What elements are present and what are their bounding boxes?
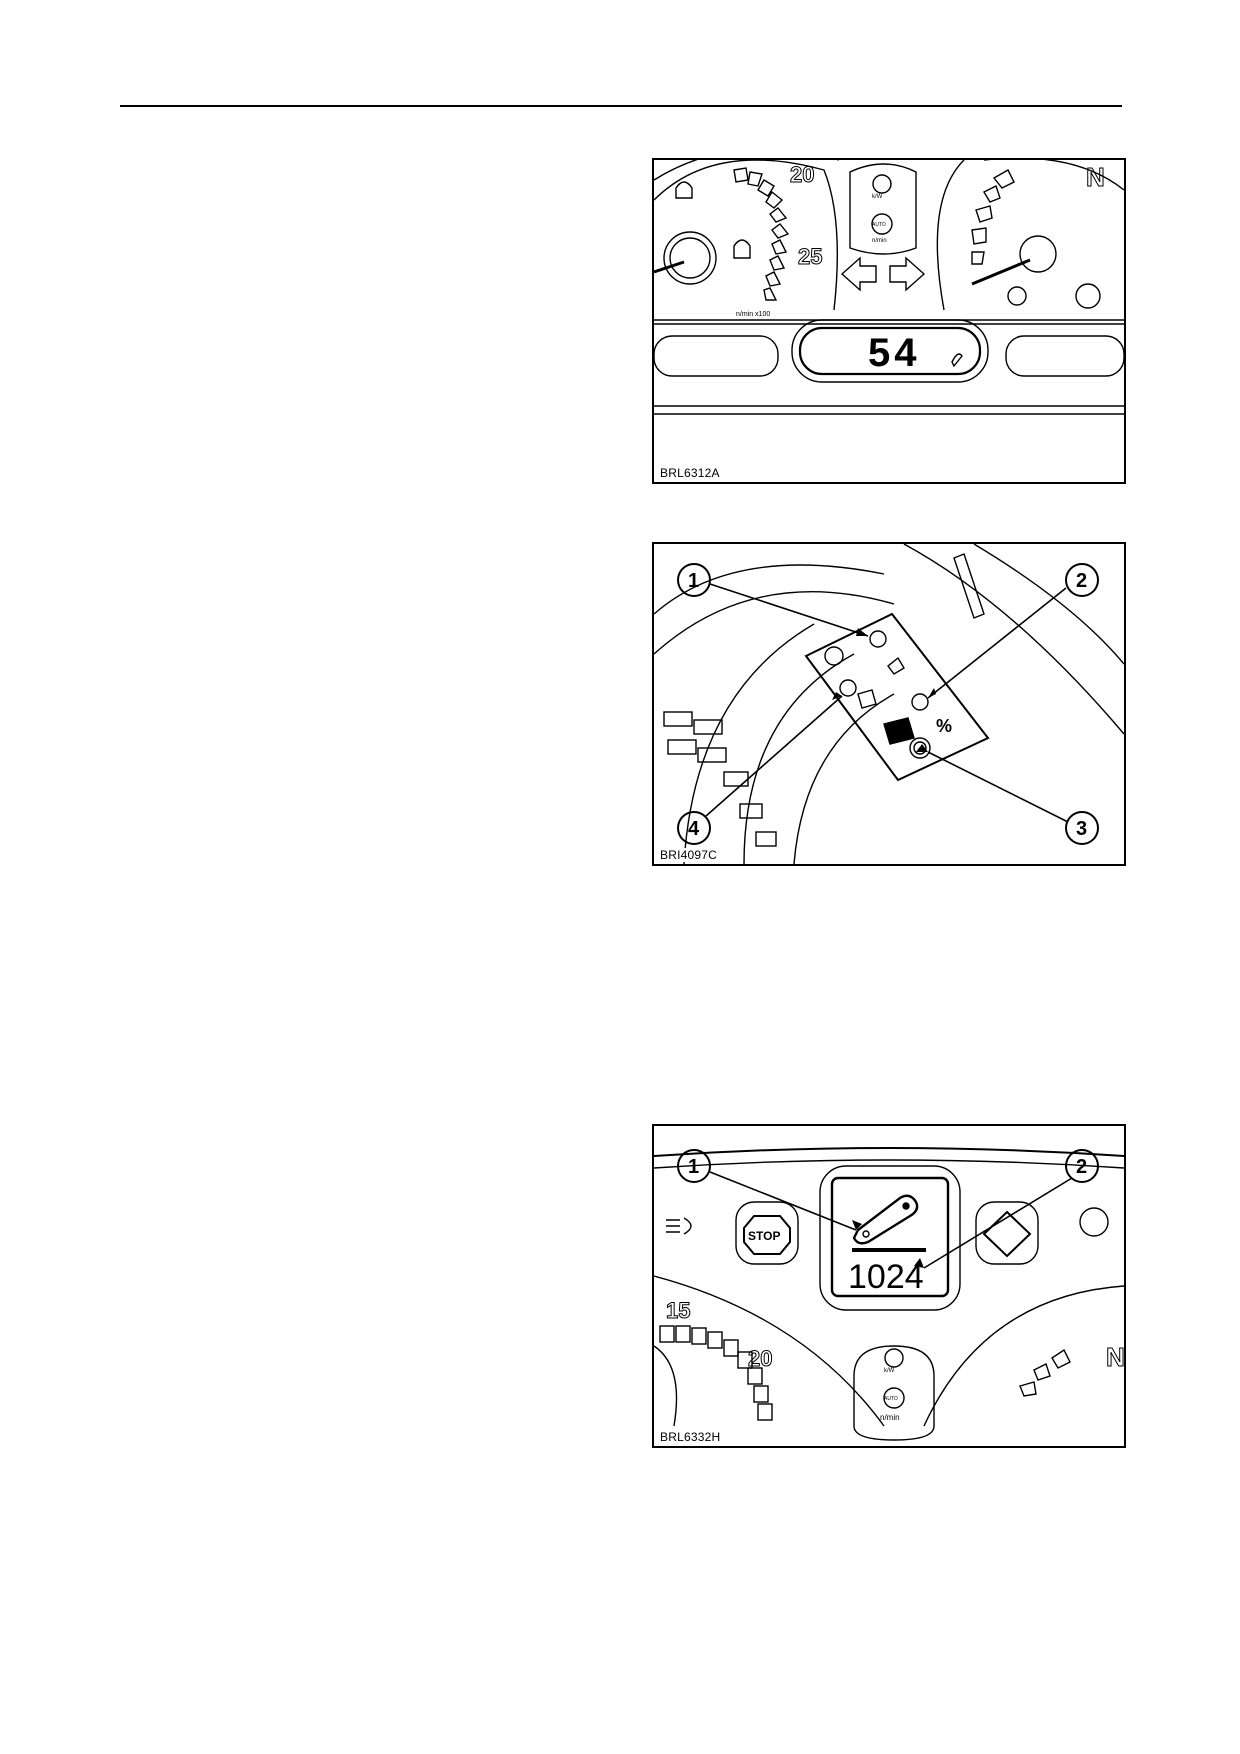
tachometer-segments-lower (659, 1325, 773, 1421)
auto-indicator-icon (871, 213, 893, 235)
spray-icon (887, 656, 905, 675)
warning-diamond-icon (982, 1210, 1032, 1258)
stop-button-housing (735, 1201, 799, 1265)
left-display-panel (654, 335, 779, 377)
leader-line-2 (927, 587, 1067, 699)
figure-indicator-panel-closeup: 1 2 3 4 % BRI4097C (652, 542, 1126, 866)
center-display-lcd (798, 326, 982, 376)
callout-bubble-4 (677, 811, 711, 845)
pto-shaft-icon (852, 1194, 919, 1245)
figure-id-label: BRI4097C (658, 848, 719, 862)
left-turn-arrow-icon (840, 256, 877, 292)
headlight-icon (666, 1219, 680, 1233)
leader-line-4 (705, 695, 843, 817)
implement-icon (857, 689, 877, 709)
pto-display-illustration: 1 2 1024 STOP 15 20 N k/W AUTO n/min (654, 1147, 1124, 1441)
callout-bubble-2 (1065, 563, 1099, 597)
callout-number-3: 3 (1076, 818, 1087, 840)
auto-button-label: AUTO (884, 1396, 898, 1402)
pto-display-bezel (819, 1165, 961, 1311)
hourglass-icon (951, 353, 963, 368)
segment-bar-left (663, 711, 777, 847)
callout-number-4: 4 (688, 818, 700, 840)
callout-number-2: 2 (1076, 570, 1087, 592)
callout-bubble-1 (677, 563, 711, 597)
coolant-temp-icon (1007, 286, 1027, 306)
indicator-panel (804, 612, 990, 782)
header-rule (120, 105, 1122, 107)
kw-button-label: k/W (872, 194, 883, 200)
nmin-button-label: n/min (872, 238, 887, 244)
no-seat-icon (824, 646, 844, 666)
tachometer-segments-left (733, 167, 790, 301)
nmin-button-label: n/min (880, 1413, 900, 1422)
warning-icon (1075, 283, 1101, 309)
indicator-lamp-2 (911, 693, 929, 711)
indicator-lamp-3 (909, 737, 931, 759)
left-dial (663, 231, 717, 285)
right-display-panel (1005, 335, 1124, 377)
tachometer-unit-label: n/min x100 (736, 311, 770, 318)
leader-line-1 (709, 583, 869, 637)
callout-bubble-3 (1065, 811, 1099, 845)
callout-number-1: 1 (688, 570, 699, 592)
gear-indicator-n: N (1106, 1342, 1124, 1372)
background-slot (953, 553, 985, 619)
center-indicator-pod (853, 1345, 935, 1441)
center-indicator-pod (849, 163, 917, 255)
slip-percent-symbol: % (936, 716, 952, 736)
diff-lock-icon (1079, 1207, 1109, 1237)
glow-plug-icon (675, 181, 693, 199)
kw-button-label: k/W (884, 1368, 895, 1374)
right-turn-arrow-icon (889, 256, 926, 292)
auto-indicator-icon (883, 1387, 905, 1409)
callout-bubble-1 (677, 1149, 711, 1183)
lcd-readout-value: 54 (868, 331, 921, 375)
kw-indicator-icon (872, 174, 892, 194)
stop-button-octagon (743, 1215, 791, 1255)
callout-number-2: 2 (1076, 1156, 1087, 1178)
indicator-panel-illustration: 1 2 3 4 % (654, 544, 1124, 864)
gear-indicator-n: N (1086, 162, 1105, 192)
scale-label-20: 20 (748, 1346, 772, 1371)
leader-line-2 (923, 1177, 1073, 1269)
warning-button-housing (975, 1201, 1039, 1265)
indicator-lamp-1 (869, 630, 887, 648)
figure-id-label: BRL6312A (658, 466, 722, 480)
scale-label-20: 20 (790, 162, 814, 187)
auto-button-label: AUTO (872, 222, 886, 228)
figure-dashboard-display: 20 25 N n/min x100 k/W AUTO n/min 54 BRL… (652, 158, 1126, 484)
scale-label-25: 25 (798, 244, 822, 269)
right-dial (1019, 235, 1057, 273)
fuel-gauge-segments (971, 169, 1015, 265)
oil-pressure-icon (733, 239, 751, 259)
tractor-icon (883, 717, 915, 745)
pto-display-screen (830, 1176, 950, 1298)
fuel-gauge-segments-lower (1019, 1348, 1071, 1397)
indicator-lamp-4 (839, 679, 857, 697)
leader-line-1 (709, 1171, 857, 1231)
stop-button-label: STOP (748, 1229, 780, 1243)
callout-bubble-2 (1065, 1149, 1099, 1183)
callout-number-1: 1 (688, 1156, 699, 1178)
kw-indicator-icon (884, 1348, 904, 1368)
pto-speed-readout: 1024 (848, 1258, 924, 1296)
figure-pto-display: 1 2 1024 STOP 15 20 N k/W AUTO n/min BRL… (652, 1124, 1126, 1448)
scale-label-15: 15 (666, 1298, 690, 1323)
center-display-bezel (791, 319, 989, 383)
dashboard-illustration: 20 25 N n/min x100 k/W AUTO n/min 54 (654, 160, 1124, 415)
figure-id-label: BRL6332H (658, 1430, 723, 1444)
leader-line-3 (927, 751, 1069, 823)
